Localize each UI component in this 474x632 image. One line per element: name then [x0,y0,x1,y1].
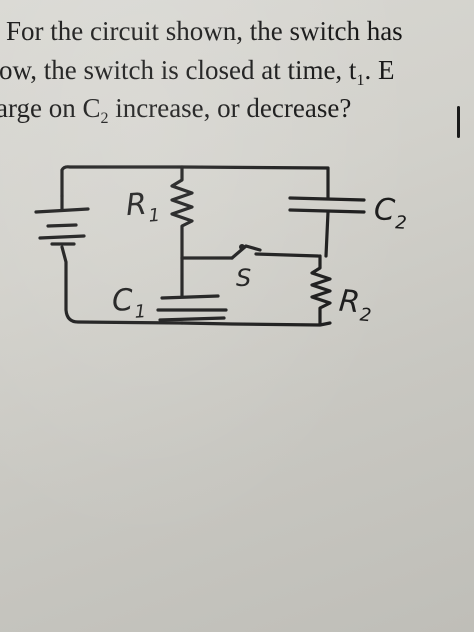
switch-icon [230,244,320,260]
r1-subscript: 1 [147,204,161,227]
question-line-3-end: increase, or decrease? [108,93,352,123]
resistor-r1-icon [170,165,194,260]
r2-letter: R [337,283,362,321]
top-wire [60,165,330,200]
c1-letter: C [111,282,134,319]
question-line-1-text: For the circuit shown, the switch has [6,16,403,46]
r1-label: R1 [124,186,161,227]
question-line-3-start: arge on C [0,93,101,123]
c2-letter: C [373,192,396,229]
c2-label: C2 [373,192,408,234]
c1-subscript: 1 [133,301,147,323]
battery-icon [34,194,90,246]
question-line-3: arge on C2 increase, or decrease? [0,93,352,127]
capacitor-c2-icon [288,196,366,258]
resistor-r2-icon [310,254,332,326]
r2-subscript: 2 [358,304,373,327]
time-subscript: 1 [356,72,365,89]
bottom-wire [180,321,332,327]
switch-label: S [236,264,252,292]
question-line-2: ow, the switch is closed at time, t1. E [0,55,395,89]
c2-subscript: 2 [394,212,408,234]
r1-letter: R [124,186,149,224]
r2-label: R2 [337,283,374,327]
question-line-2-text: ow, the switch is closed at time, t [0,55,357,85]
question-line-2-end: . E [364,55,395,85]
capacitor-subscript: 2 [100,110,109,127]
capacitor-c1-icon [156,256,228,322]
c1-label: C1 [111,282,146,323]
left-wire [60,245,184,325]
question-line-1: For the circuit shown, the switch has [6,18,403,45]
edge-pen-mark [457,106,460,138]
